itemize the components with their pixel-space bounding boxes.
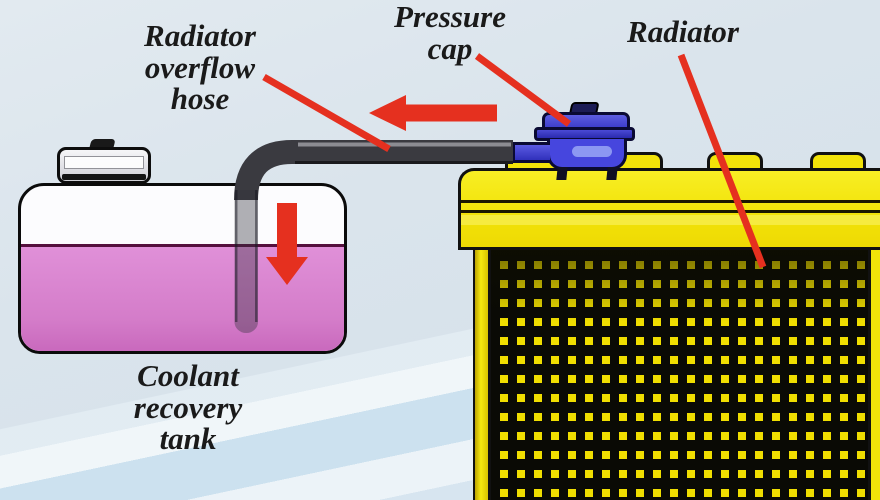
label-coolant-recovery-tank: Coolant recovery tank (133, 358, 243, 457)
radiator-top-tank-groove (461, 210, 880, 213)
radiator-core-grid (491, 250, 868, 500)
pointer-line-overflow-hose (262, 73, 391, 153)
label-radiator-overflow-hose: Radiator overflow hose (144, 18, 256, 117)
radiator-frame-right (868, 250, 880, 500)
label-pressure-cap: Pressure cap (394, 0, 506, 66)
hose-inside-tank (234, 190, 258, 334)
radiator-top-tank-groove (461, 200, 880, 203)
label-radiator: Radiator (627, 14, 739, 49)
pointer-line-radiator (677, 53, 767, 269)
radiator-overflow-hose (234, 140, 513, 201)
pressure-cap-body (547, 139, 627, 170)
hose-flow-left-arrow (369, 95, 497, 131)
pressure-cap-highlight (572, 146, 612, 157)
radiator-top-tank-highlight (461, 215, 880, 225)
radiator-top-tank (458, 168, 880, 250)
pointer-line-pressure-cap (474, 53, 572, 127)
tank-cap (57, 147, 151, 184)
radiator-frame-left (473, 250, 491, 500)
tank-fill-down-arrow (266, 203, 308, 285)
pressure-cap-neck (512, 142, 550, 163)
